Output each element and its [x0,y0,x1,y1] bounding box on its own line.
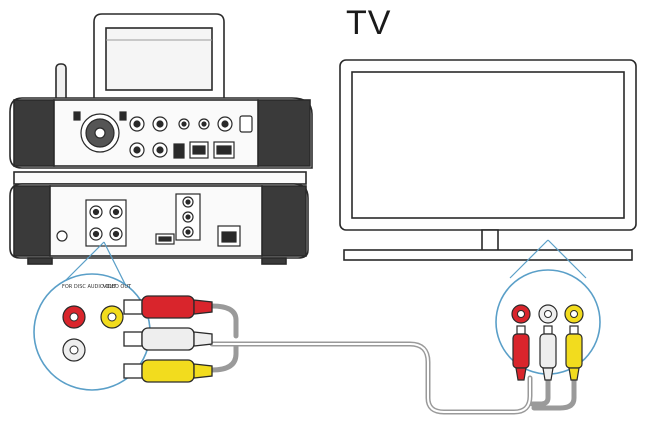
main-unit-panel [56,193,241,247]
device-callout: FOR DISC AUDIO OUT VIDEO OUT [33,241,151,391]
left-plug-white [123,327,213,351]
docking-unit-panel [73,111,253,159]
red-jack-label: FOR DISC AUDIO OUT [62,284,117,290]
main-unit [9,171,309,265]
left-plug-yellow [123,359,213,383]
tv-plug-yellow [565,325,583,381]
tv-plug-white [539,325,557,381]
yellow-jack-label: VIDEO OUT [103,284,132,290]
tv [339,59,637,261]
left-plug-red [123,295,213,319]
tv-plug-red [512,325,530,381]
tv-label: TV [346,4,392,42]
